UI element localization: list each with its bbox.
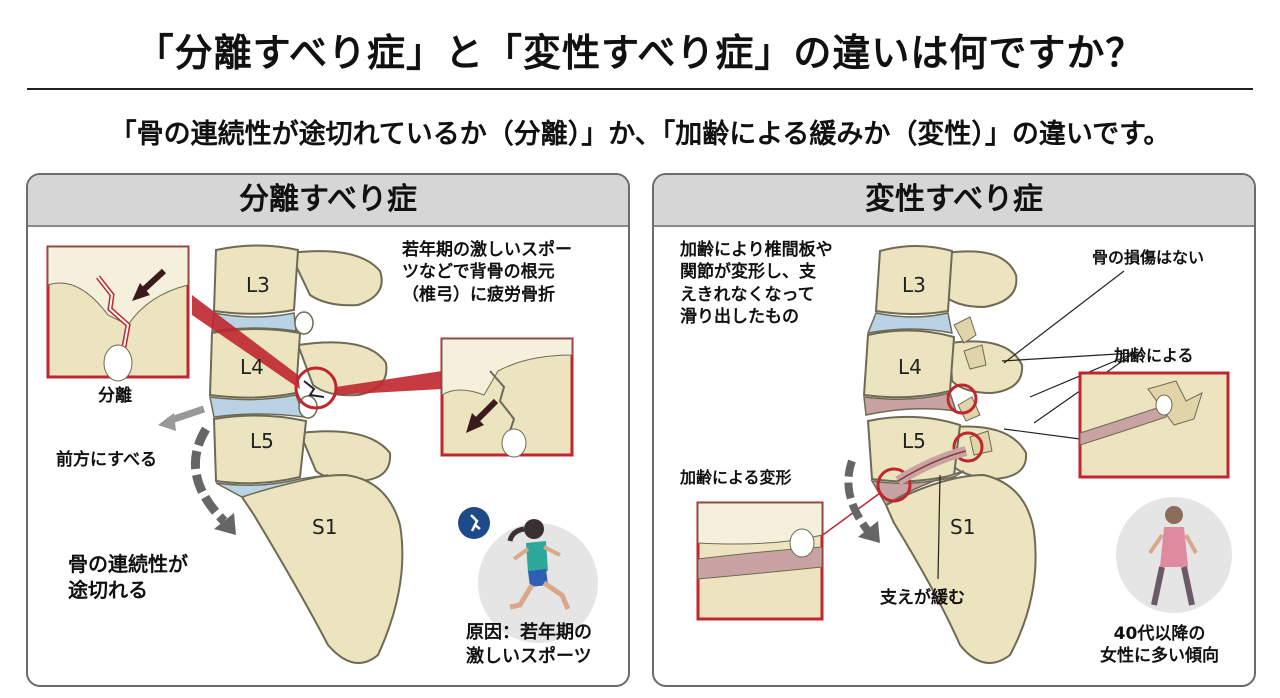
callout-wedge-right: [334, 371, 442, 395]
runner-figure: [458, 507, 598, 643]
spondylolysis-panel: 分離すべり症: [26, 173, 630, 687]
l5-body: [212, 414, 308, 485]
deformation-label: 加齢による変形: [680, 468, 792, 487]
fracture-line: [303, 380, 325, 398]
aging-circle-2: [952, 431, 984, 463]
degenerative-illustration: [696, 245, 1232, 664]
vertebra-label-l3: L3: [246, 273, 270, 297]
sacrum: [884, 473, 1037, 664]
foramen-gaps: [294, 311, 318, 419]
zoom-box-right: [440, 337, 574, 458]
forward-slip-arrow: [190, 426, 228, 525]
degenerated-discs: [863, 312, 965, 507]
vertebra-label-l3: L3: [902, 273, 926, 297]
callout-wedge-left: [192, 295, 300, 389]
disc-zoom-box: [696, 501, 824, 621]
vertebra-label-l4: L4: [898, 355, 922, 379]
aging-circle-1: [946, 383, 978, 415]
vertebra-label-l4: L4: [240, 355, 264, 379]
l3-body: [212, 244, 300, 315]
runner-icon: [458, 507, 490, 539]
loosening-label: 支えが緩む: [880, 588, 965, 608]
slip-forward-label: 前方にすべる: [56, 450, 157, 470]
page-title: 「分離すべり症」と「変性すべり症」の違いは何ですか？: [135, 31, 1145, 75]
spondylolysis-heading: 分離すべり症: [28, 175, 628, 227]
l3-body: [874, 245, 954, 315]
vertebra-label-s1: S1: [312, 515, 338, 539]
l3-process: [288, 250, 383, 307]
spondylolysis-illustration: [46, 244, 598, 664]
lumbar-spine: [208, 244, 404, 664]
vertebra-label-l5: L5: [250, 429, 274, 453]
l5-process: [298, 430, 392, 483]
sacrum: [240, 473, 404, 664]
vertebra-label-l5: L5: [902, 429, 926, 453]
degenerative-description: 加齢により椎間板や 関節が変形し、支 えきれなくなって 滑り出したもの: [680, 240, 833, 328]
title-divider: [27, 88, 1253, 90]
l3-process: [942, 250, 1018, 309]
separation-label: 分離: [98, 386, 132, 406]
no-damage-label: 骨の損傷はない: [1092, 248, 1205, 267]
forward-slip-arrowhead: [214, 513, 236, 535]
degenerative-heading: 変性すべり症: [654, 175, 1254, 227]
walking-woman-figure: [1116, 497, 1232, 613]
continuity-label: 骨の連続性が 途切れる: [68, 552, 188, 603]
forward-slip-arrow: [844, 459, 872, 534]
woman-head: [1165, 506, 1183, 524]
aging-label: 加齢による: [1114, 346, 1194, 365]
cause-caption: 原因：若年期の 激しいスポーツ: [466, 622, 592, 667]
disc-l5-s1: [215, 474, 329, 498]
page-subtitle: 「骨の連続性が途切れているか（分離）」か、「加齢による緩みか（変性）」の違いです…: [109, 119, 1171, 150]
tendency-caption: 40代以降の 女性に多い傾向: [1100, 624, 1219, 667]
cause-text: 若年期の激しいスポー ツなどで背骨の根元 （椎弓）に疲労骨折: [402, 240, 572, 305]
intervertebral-discs: [209, 312, 329, 498]
degenerative-panel: 変性すべり症: [652, 173, 1256, 687]
deformation-circle: [876, 467, 912, 503]
deformation-pointer: [819, 492, 881, 538]
zoom-box-left: [46, 245, 190, 382]
vertebra-label-s1: S1: [950, 515, 976, 539]
joint-zoom-box: [1078, 371, 1230, 479]
